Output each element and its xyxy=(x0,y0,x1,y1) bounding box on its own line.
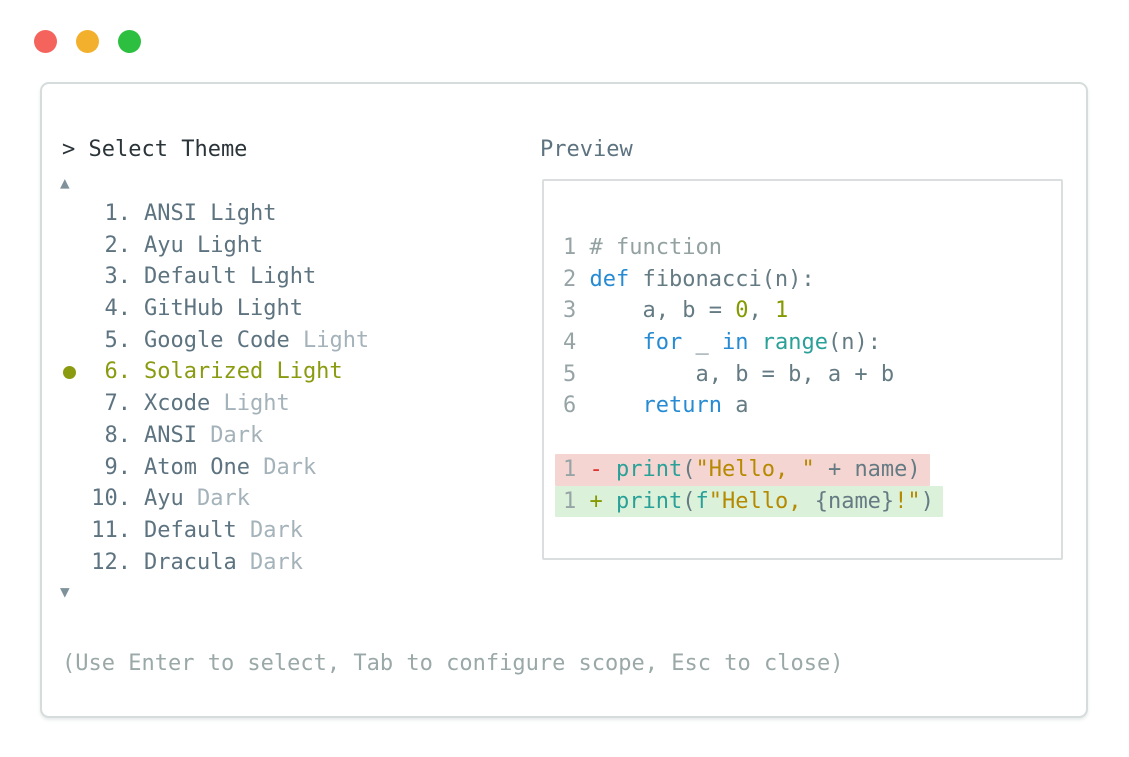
theme-name: Dracula Dark xyxy=(144,549,303,575)
theme-number: 6. xyxy=(104,359,132,385)
theme-item-9[interactable]: 9. Atom One Dark xyxy=(62,452,502,484)
theme-name: ANSI Dark xyxy=(144,422,264,448)
theme-number: 8. xyxy=(104,422,132,448)
theme-number: 9. xyxy=(104,454,132,480)
theme-item-3[interactable]: 3. Default Light xyxy=(62,261,502,293)
bullet-spacer xyxy=(62,230,91,262)
diff-line-removed: 1 - print("Hello, " + name) xyxy=(555,453,943,486)
theme-item-5[interactable]: 5. Google Code Light xyxy=(62,325,502,357)
bullet-spacer xyxy=(62,483,91,515)
theme-number: 3. xyxy=(104,264,132,290)
window-controls xyxy=(34,30,141,53)
theme-item-11[interactable]: 11. Default Dark xyxy=(62,515,502,547)
theme-name: Ayu Dark xyxy=(144,486,250,512)
theme-list: 1. ANSI Light 2. Ayu Light 3. Default Light 4.… xyxy=(62,198,502,578)
theme-item-2[interactable]: 2. Ayu Light xyxy=(62,230,502,262)
theme-item-10[interactable]: 10. Ayu Dark xyxy=(62,483,502,515)
theme-name: ANSI Light xyxy=(144,201,277,226)
bullet-spacer xyxy=(62,547,91,579)
code-line: 6 return a xyxy=(563,393,749,419)
bullet-spacer xyxy=(62,420,91,452)
theme-number: 12. xyxy=(91,549,131,575)
bullet-spacer xyxy=(62,515,91,547)
scroll-down-icon[interactable]: ▼ xyxy=(60,582,70,601)
code-line: 2 def fibonacci(n): xyxy=(563,266,815,292)
bullet-spacer xyxy=(62,293,91,325)
theme-number: 7. xyxy=(104,391,132,417)
theme-number: 1. xyxy=(104,201,132,226)
theme-number: 10. xyxy=(91,486,131,512)
code-line xyxy=(563,422,943,454)
diff-line-added: 1 + print(f"Hello, {name}!") xyxy=(555,485,943,518)
theme-item-6[interactable]: 6. Solarized Light xyxy=(62,356,502,388)
close-button[interactable] xyxy=(34,30,57,53)
theme-number: 4. xyxy=(104,296,132,322)
theme-name: Xcode Light xyxy=(144,391,290,417)
theme-name: Ayu Light xyxy=(144,232,264,258)
theme-name: Default Dark xyxy=(144,517,303,543)
code-block: 1 # function 2 def fibonacci(n): 3 a, b = … xyxy=(555,232,943,518)
minimize-button[interactable] xyxy=(76,30,99,53)
bullet-spacer xyxy=(62,388,91,420)
theme-name: GitHub Light xyxy=(144,296,303,322)
theme-name: Default Light xyxy=(144,264,317,290)
theme-item-12[interactable]: 12. Dracula Dark xyxy=(62,547,502,579)
bullet-spacer xyxy=(62,325,91,357)
scroll-up-icon[interactable]: ▲ xyxy=(60,173,70,192)
bullet-spacer xyxy=(62,198,91,230)
theme-item-4[interactable]: 4. GitHub Light xyxy=(62,293,502,325)
theme-item-7[interactable]: 7. Xcode Light xyxy=(62,388,502,420)
palette-title: > Select Theme xyxy=(62,137,248,162)
zoom-button[interactable] xyxy=(118,30,141,53)
preview-pane-label: Preview xyxy=(540,137,633,162)
code-line: 5 a, b = b, a + b xyxy=(563,361,895,387)
theme-name: Solarized Light xyxy=(144,359,343,385)
code-line: 4 for _ in range(n): xyxy=(563,330,881,356)
theme-name: Atom One Dark xyxy=(144,454,317,480)
code-line: 1 # function xyxy=(563,235,722,260)
theme-number: 11. xyxy=(91,517,131,543)
bullet-spacer xyxy=(62,261,91,293)
theme-number: 5. xyxy=(104,327,132,353)
theme-item-1[interactable]: 1. ANSI Light xyxy=(62,198,502,230)
theme-number: 2. xyxy=(104,232,132,258)
bullet-spacer xyxy=(62,452,91,484)
footer-hint: (Use Enter to select, Tab to configure s… xyxy=(62,651,844,676)
preview-pane: 1 # function 2 def fibonacci(n): 3 a, b = … xyxy=(542,179,1063,560)
selected-dot-circle xyxy=(63,365,76,379)
theme-item-8[interactable]: 8. ANSI Dark xyxy=(62,420,502,452)
code-line: 3 a, b = 0, 1 xyxy=(563,298,789,324)
theme-name: Google Code Light xyxy=(144,327,370,353)
selected-dot xyxy=(62,356,91,388)
theme-selector-window: > Select Theme Preview ▲ 1. ANSI Light 2. A… xyxy=(40,82,1088,718)
